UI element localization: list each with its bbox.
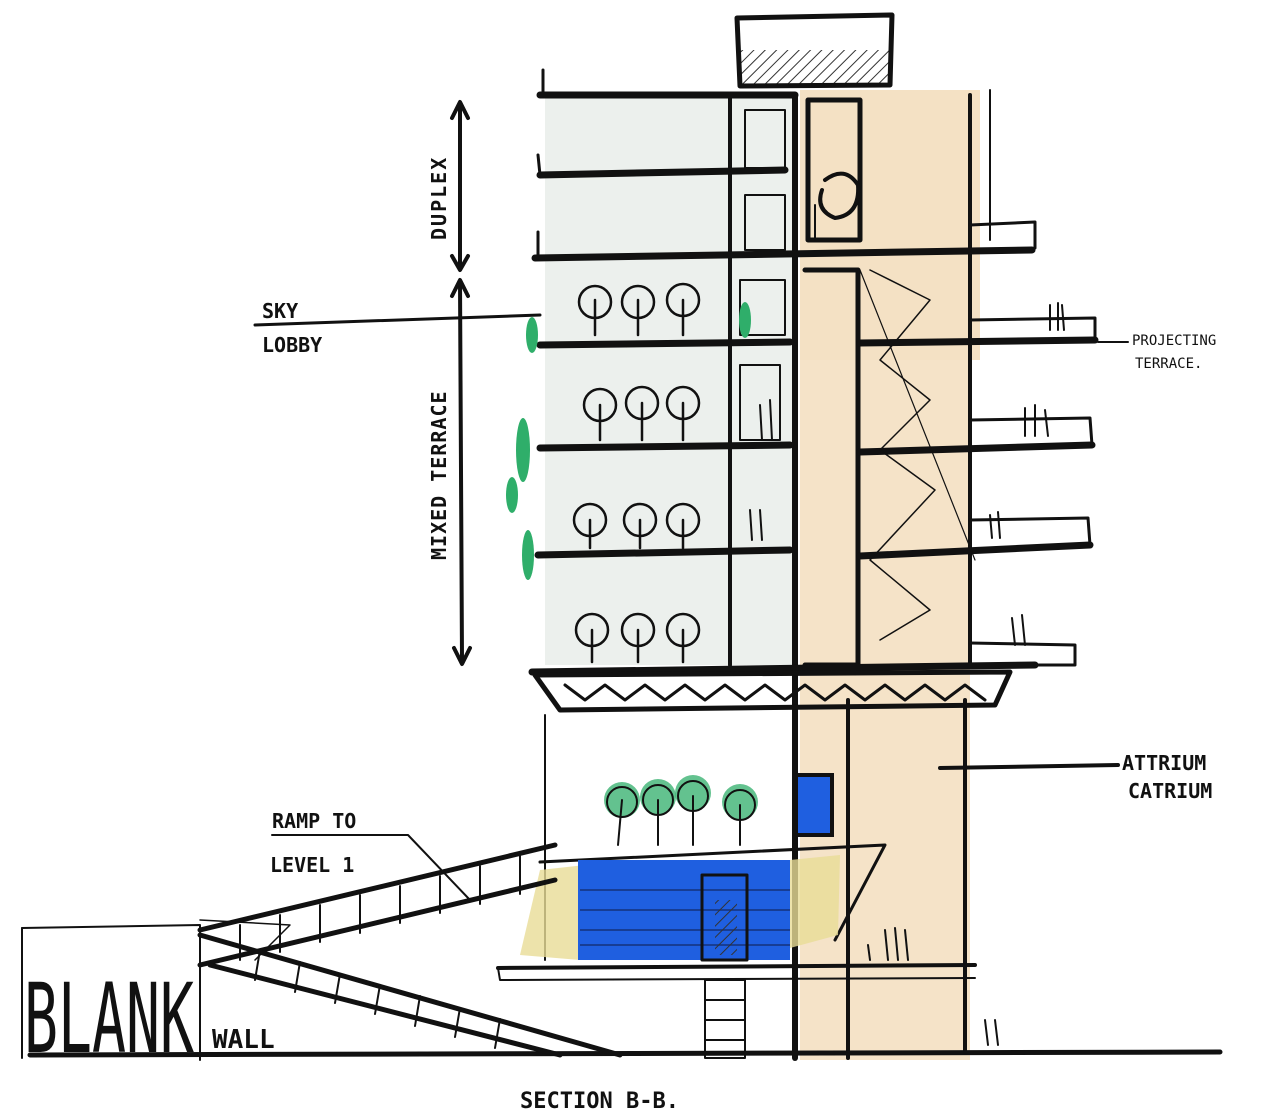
base-people bbox=[984, 1019, 999, 1046]
pool-side-sand-right bbox=[790, 855, 840, 948]
blank-label: BLANK bbox=[24, 963, 194, 1075]
section-title: SECTION B-B. bbox=[520, 1089, 679, 1114]
lift-window bbox=[794, 773, 834, 837]
tree-row-2 bbox=[582, 385, 701, 442]
ground-floor bbox=[496, 714, 999, 1059]
atrium-label-1: ATTRIUM bbox=[1122, 751, 1206, 775]
tree-row-4 bbox=[574, 612, 701, 664]
dimension-lines bbox=[450, 100, 472, 666]
glass-wash bbox=[545, 95, 795, 665]
terrace-people bbox=[749, 302, 1065, 646]
entry-steps bbox=[704, 979, 746, 1059]
green-wall-accents bbox=[506, 302, 751, 580]
tree-row-3 bbox=[572, 502, 701, 550]
tree-row-1 bbox=[577, 282, 701, 337]
blank-wall bbox=[21, 924, 201, 1061]
sky-lobby-label-2: LOBBY bbox=[262, 333, 322, 357]
ramp-label-1: RAMP TO bbox=[272, 809, 356, 833]
pool-side-sand bbox=[520, 865, 585, 960]
transfer-truss bbox=[532, 669, 1013, 713]
projecting-terrace-label-2: TERRACE. bbox=[1135, 356, 1202, 372]
wall-label: WALL bbox=[212, 1025, 275, 1055]
roof-box bbox=[740, 50, 890, 85]
ground-trees bbox=[604, 775, 758, 846]
duplex-label: DUPLEX bbox=[427, 156, 451, 240]
duplex-stair-figure bbox=[814, 171, 861, 241]
roof-outline bbox=[734, 12, 895, 89]
terrace-trees bbox=[506, 282, 751, 664]
atrium-wash-lower bbox=[800, 360, 970, 1060]
floor-slabs bbox=[528, 68, 1099, 676]
ground-line bbox=[27, 1049, 1223, 1058]
atrium-label-2: CATRIUM bbox=[1128, 779, 1212, 803]
entry-door-panel bbox=[715, 900, 737, 955]
pool-stripes bbox=[580, 889, 790, 946]
ramp bbox=[197, 842, 623, 1058]
sky-lobby-label-1: SKY bbox=[262, 299, 298, 323]
lobby-people bbox=[867, 927, 909, 961]
entry-door bbox=[700, 873, 749, 962]
projecting-terrace-label-1: PROJECTING bbox=[1132, 333, 1216, 349]
mixed-terrace-label: MIXED TERRACE bbox=[427, 390, 451, 560]
pool-canopy bbox=[538, 843, 887, 942]
atrium-wash bbox=[800, 90, 980, 360]
ramp-label-2: LEVEL 1 bbox=[270, 853, 354, 877]
leader-lines bbox=[253, 313, 1129, 901]
atrium-stairs bbox=[859, 269, 976, 641]
